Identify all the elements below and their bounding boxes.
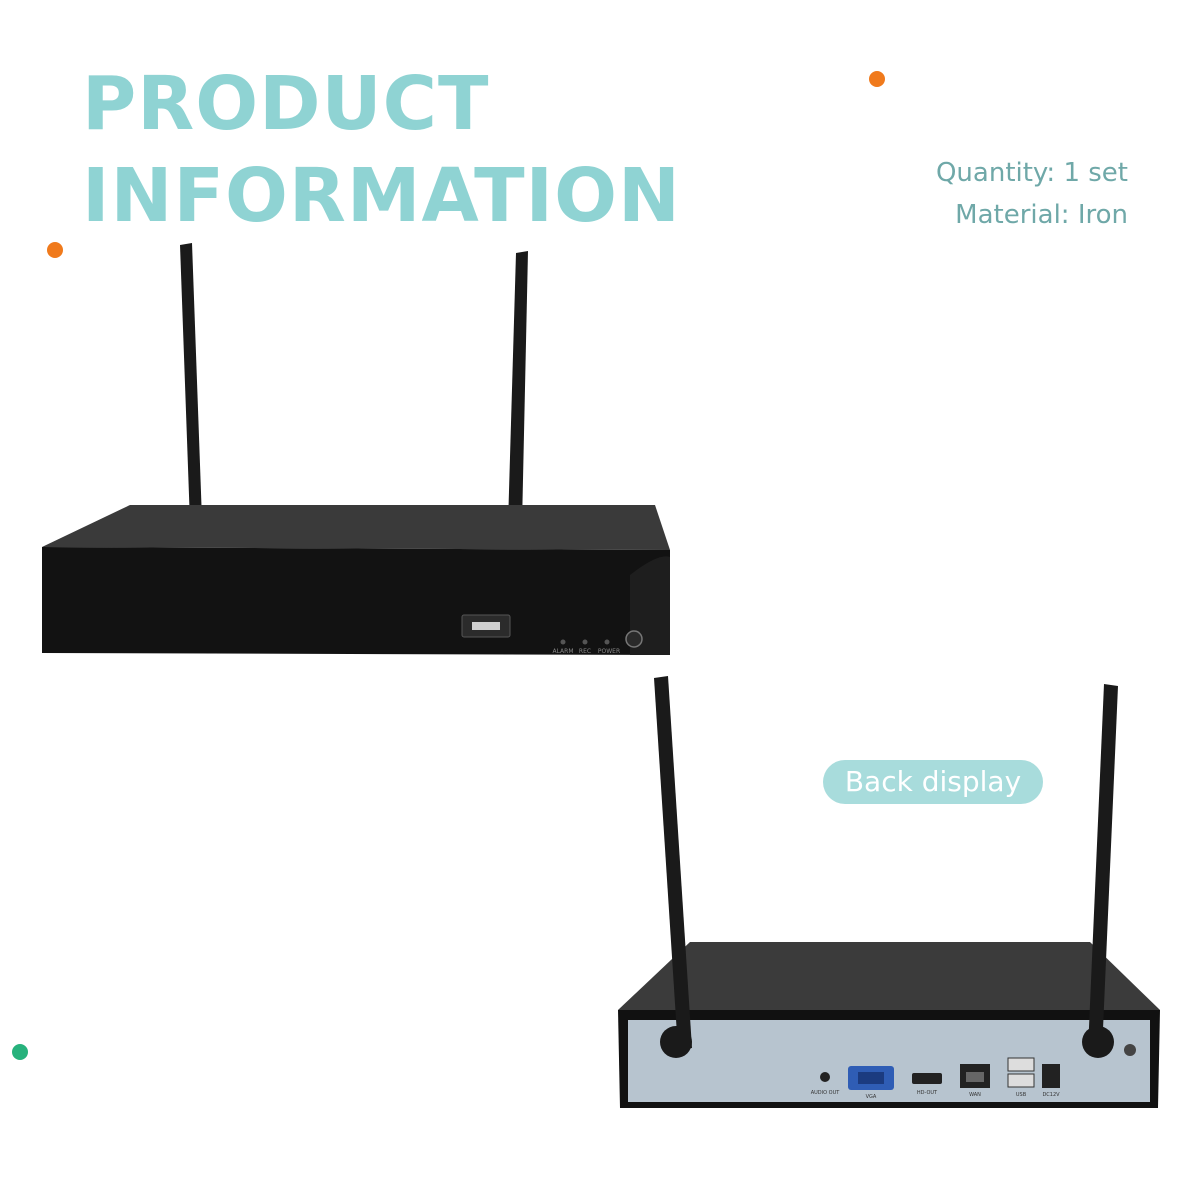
usb-port-bottom — [1007, 1073, 1035, 1088]
dc-port — [1042, 1064, 1060, 1088]
device-top — [42, 505, 670, 550]
device-front — [42, 547, 670, 655]
port-label-usb: USB — [1016, 1092, 1027, 1098]
page-title: PRODUCT INFORMATION — [82, 58, 681, 242]
led-rec — [582, 639, 588, 645]
audio-out-port — [820, 1072, 830, 1082]
usb-port-top — [1007, 1057, 1035, 1072]
decorative-dot-icon — [12, 1044, 28, 1060]
power-button — [625, 630, 643, 648]
led-label-alarm: ALARM — [552, 648, 573, 655]
antenna-right — [1088, 684, 1118, 1052]
led-alarm — [560, 639, 566, 645]
hdmi-port — [912, 1073, 942, 1084]
port-label-audio: AUDIO OUT — [811, 1090, 841, 1096]
device-top — [618, 942, 1160, 1010]
antenna-left — [654, 676, 692, 1050]
led-label-rec: REC — [579, 648, 591, 655]
led-label-power: POWER — [598, 648, 620, 655]
antenna-right — [508, 251, 528, 525]
led-power — [604, 639, 610, 645]
title-line-2: INFORMATION — [82, 153, 681, 239]
decorative-dot-icon — [47, 242, 63, 258]
port-label-hdmi: HD-OUT — [917, 1090, 938, 1096]
back-display-label: Back display — [823, 760, 1043, 804]
decorative-dot-icon — [869, 71, 885, 87]
nvr-front-image: ALARM REC POWER — [42, 243, 670, 655]
antenna-left — [180, 243, 202, 523]
spec-quantity: Quantity: 1 set — [935, 158, 1128, 188]
spec-material: Material: Iron — [955, 200, 1128, 230]
title-line-1: PRODUCT — [82, 61, 490, 147]
port-label-dc: DC12V — [1042, 1092, 1060, 1098]
nvr-back-image: AUDIO OUT VGA HD-OUT WAN USB DC12V — [618, 676, 1160, 1108]
product-specs: Quantity: 1 set Material: Iron — [936, 152, 1128, 236]
port-label-wan: WAN — [969, 1092, 981, 1098]
port-label-vga: VGA — [866, 1094, 877, 1100]
